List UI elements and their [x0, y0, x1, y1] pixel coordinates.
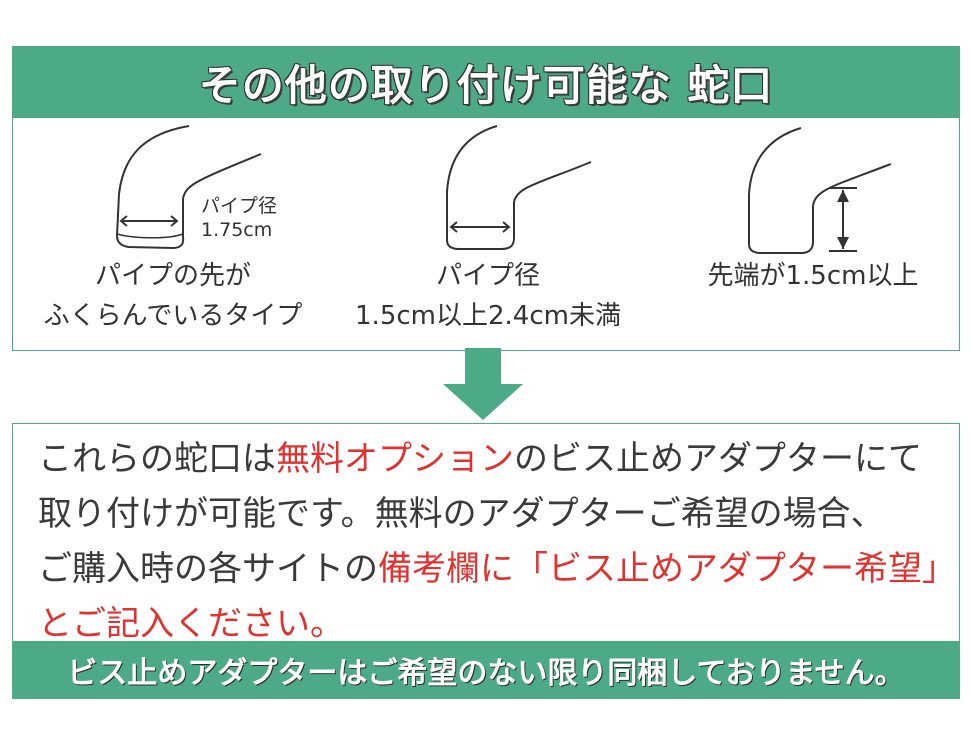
faucet-types-panel: パイプ径 1.75cm パイプの先が ふくらんでいるタイプ パイプ径 1.5cm…	[12, 118, 960, 351]
tip-height-faucet-illustration	[741, 124, 911, 254]
info-line: 取り付けが可能です。無料のアダプターご希望の場合、	[38, 487, 948, 542]
info-highlight: とご記入ください。	[38, 604, 344, 644]
info-text: これらの蛇口は無料オプションのビス止めアダプターにて取り付けが可能です。無料のア…	[38, 432, 956, 652]
down-arrow-icon	[443, 348, 523, 424]
flared-faucet-caption: パイプの先が ふくらんでいるタイプ	[33, 256, 313, 336]
info-segment: ご購入時の各サイトの	[38, 549, 378, 589]
pipe-diameter-label: パイプ径 1.75cm	[201, 194, 277, 242]
straight-faucet-illustration	[441, 122, 611, 252]
info-highlight: 無料オプション	[276, 439, 514, 479]
flared-faucet-illustration	[111, 124, 271, 254]
info-highlight: 備考欄に「ビス止めアダプター希望」	[378, 549, 956, 589]
info-line: これらの蛇口は無料オプションのビス止めアダプターにて	[38, 432, 948, 487]
info-segment: のビス止めアダプターにて	[514, 439, 922, 479]
info-line: ご購入時の各サイトの備考欄に「ビス止めアダプター希望」	[38, 542, 956, 597]
caption-line: ふくらんでいるタイプ	[43, 301, 303, 331]
tip-height-faucet-caption: 先端が1.5cm以上	[683, 256, 943, 296]
info-segment: これらの蛇口は	[38, 439, 276, 479]
info-segment: 取り付けが可能です。無料のアダプターご希望の場合、	[38, 494, 885, 534]
caption-line: 1.5cm以上2.4cm未満	[355, 301, 621, 331]
caption-line: パイプの先が	[94, 261, 251, 291]
straight-faucet-caption: パイプ径 1.5cm以上2.4cm未満	[333, 256, 643, 336]
pipe-diameter-label-line: パイプ径	[201, 195, 278, 217]
info-panel: これらの蛇口は無料オプションのビス止めアダプターにて取り付けが可能です。無料のア…	[12, 423, 960, 644]
caption-line: 先端が1.5cm以上	[707, 261, 919, 291]
info-line: とご記入ください。	[38, 597, 948, 652]
caption-line: パイプ径	[435, 261, 540, 291]
footer-note: ビス止めアダプターはご希望のない限り同梱しておりません。	[67, 656, 905, 691]
header-banner: その他の取り付け可能な 蛇口	[12, 46, 960, 118]
footer-banner: ビス止めアダプターはご希望のない限り同梱しておりません。	[12, 641, 960, 699]
pipe-diameter-value: 1.75cm	[201, 219, 273, 241]
page-title: その他の取り付け可能な 蛇口	[198, 60, 774, 110]
